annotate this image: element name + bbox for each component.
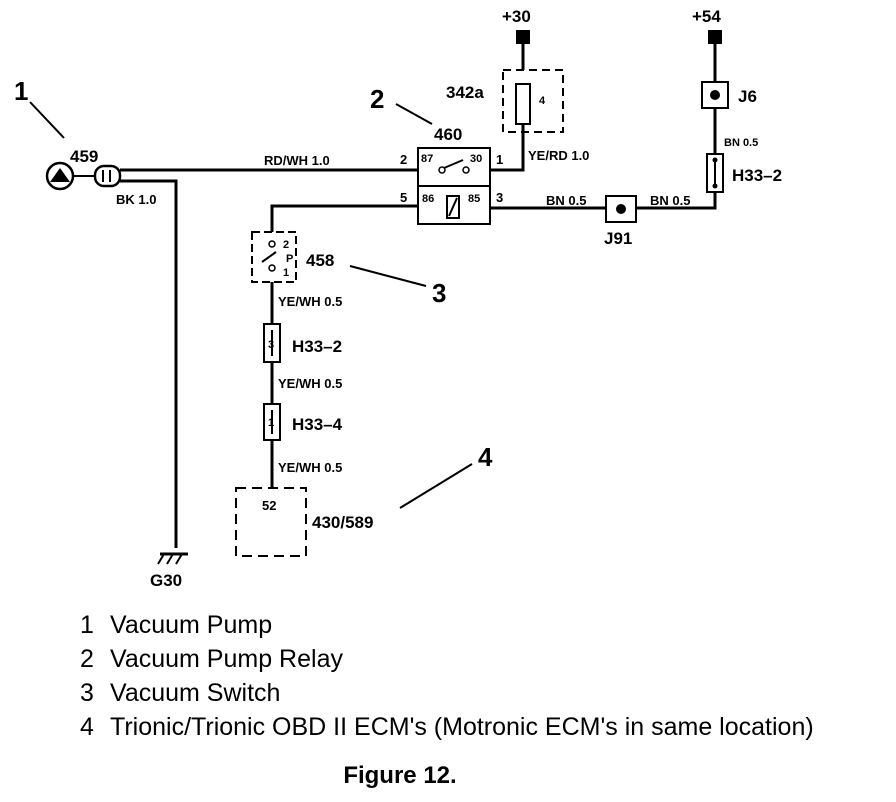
- callout-4: 4: [478, 442, 493, 472]
- label-460: 460: [434, 125, 462, 144]
- label-wire-bn-right: BN 0.5: [650, 193, 690, 208]
- label-459: 459: [70, 147, 98, 166]
- wire-yerd: [490, 124, 525, 172]
- relay-87: 87: [421, 153, 433, 165]
- label-wire-bk: BK 1.0: [116, 192, 156, 207]
- wire-wh: [270, 204, 418, 232]
- j91-dot-icon: [616, 204, 626, 214]
- relay-pin-5: 5: [400, 190, 407, 205]
- label-458: 458: [306, 251, 334, 270]
- label-g30: G30: [150, 571, 182, 590]
- vacuum-pump-icon: [45, 161, 122, 191]
- relay-85: 85: [468, 193, 480, 205]
- relay-86: 86: [422, 193, 434, 205]
- label-h33-2-left: H33–2: [292, 337, 342, 356]
- label-j91: J91: [604, 229, 632, 248]
- callout-3: 3: [432, 278, 446, 308]
- vacuum-switch-box: [251, 231, 297, 283]
- label-342a: 342a: [446, 83, 484, 102]
- wire-bn-right: [636, 192, 717, 210]
- j6-dot-icon: [710, 90, 720, 100]
- label-h33-2-right: H33–2: [732, 166, 782, 185]
- label-430-589: 430/589: [312, 513, 373, 532]
- label-h33-4: H33–4: [292, 415, 343, 434]
- h33-4-pin: 1: [268, 417, 274, 429]
- fuse-number: 4: [539, 95, 546, 107]
- fuse-icon: [515, 83, 531, 125]
- label-wire-yerd: YE/RD 1.0: [528, 148, 589, 163]
- ecm-box: [235, 487, 307, 557]
- label-wire-yewh-2: YE/WH 0.5: [278, 376, 342, 391]
- wires: [120, 42, 717, 548]
- callout-1-leader: [29, 101, 65, 139]
- label-j6: J6: [738, 87, 757, 106]
- relay-pin-3: 3: [496, 190, 503, 205]
- callout-4-leader: [399, 463, 473, 509]
- label-wire-rdwh: RD/WH 1.0: [264, 153, 330, 168]
- figure-caption: Figure 12.: [343, 762, 457, 789]
- relay-pin-1: 1: [496, 152, 503, 167]
- label-plus30: +30: [502, 7, 531, 26]
- wire-bk: [120, 179, 178, 548]
- switch-p: P: [286, 253, 293, 265]
- fuse-box: [502, 69, 564, 133]
- ecm-pin: 52: [262, 498, 276, 513]
- relay-pin-2: 2: [400, 152, 407, 167]
- relay-30: 30: [470, 153, 482, 165]
- callout-2-leader: [395, 103, 433, 125]
- callout-3-leader: [349, 265, 427, 287]
- label-wire-yewh-3: YE/WH 0.5: [278, 460, 342, 475]
- label-plus54: +54: [692, 7, 721, 26]
- label-wire-bn-vert: BN 0.5: [724, 137, 758, 149]
- label-wire-yewh-1: YE/WH 0.5: [278, 294, 342, 309]
- label-wire-bn-left: BN 0.5: [546, 193, 586, 208]
- terminal-plus54-icon: [708, 30, 722, 44]
- callout-1: 1: [14, 76, 28, 106]
- switch-pin-1: 1: [283, 267, 289, 279]
- switch-pin-2: 2: [283, 239, 289, 251]
- callout-2: 2: [370, 84, 384, 114]
- ground-icon: [157, 552, 188, 565]
- terminal-plus30-icon: [516, 30, 530, 44]
- h33-2-pin: 3: [268, 339, 274, 351]
